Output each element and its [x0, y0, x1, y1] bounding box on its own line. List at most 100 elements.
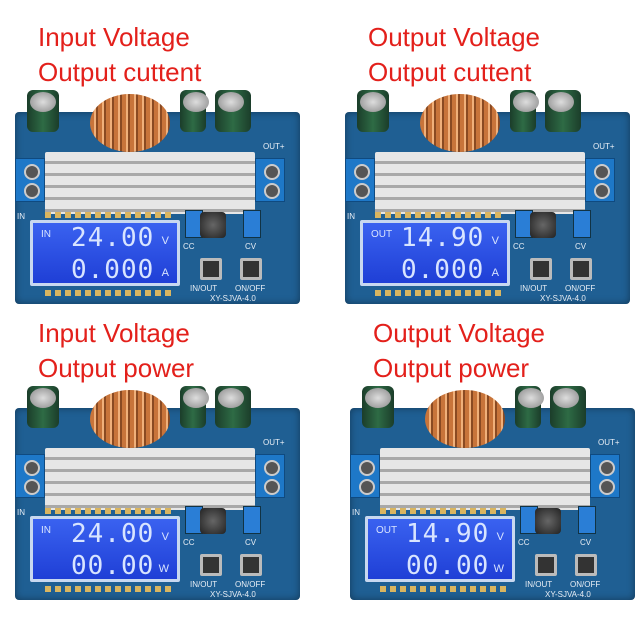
- capacitor: [180, 386, 209, 428]
- product-panel: Output Voltage Output power OUT+ IN OUT …: [335, 296, 640, 600]
- inductor: [200, 508, 226, 534]
- cv-potentiometer[interactable]: [573, 210, 591, 238]
- lcd-voltage: 14.90: [406, 519, 490, 549]
- lcd-pins: [375, 212, 505, 218]
- cv-label: CV: [245, 242, 257, 251]
- in-label: IN: [17, 212, 25, 221]
- lcd-unit-1: V: [161, 235, 169, 247]
- input-terminal: [345, 158, 375, 202]
- lcd-pins: [45, 290, 175, 296]
- capacitor: [510, 90, 539, 132]
- capacitor: [545, 90, 581, 132]
- in-out-label: IN/OUT: [190, 580, 218, 589]
- lcd-mode-tag: IN: [41, 525, 51, 536]
- on-off-button[interactable]: [240, 554, 262, 576]
- in-out-button[interactable]: [530, 258, 552, 280]
- caption-line-1: Input Voltage: [38, 22, 190, 52]
- lcd-second-value: 0.000: [401, 255, 485, 285]
- lcd-pins: [45, 508, 175, 514]
- lcd-second-value: 00.00: [406, 551, 490, 581]
- lcd-pins: [380, 586, 510, 592]
- output-terminal: [255, 454, 285, 498]
- toroid-inductor: [420, 94, 500, 152]
- product-panel: Input Voltage Output cuttent OUT+ IN IN …: [0, 0, 320, 304]
- heatsink: [380, 448, 590, 510]
- input-terminal: [15, 158, 45, 202]
- output-terminal: [255, 158, 285, 202]
- model-label: XY-SJVA-4.0: [210, 590, 256, 599]
- lcd-unit-2: A: [161, 267, 169, 279]
- lcd-display: OUT 14.90 V 0.000 A: [360, 220, 510, 286]
- lcd-unit-2: W: [158, 563, 169, 575]
- cv-potentiometer[interactable]: [243, 210, 261, 238]
- caption-line-2: Output cuttent: [368, 57, 532, 87]
- lcd-pins: [380, 508, 510, 514]
- converter-board: OUT+ IN IN 24.00 V 0.000 A CC CV IN/OUT …: [15, 90, 300, 304]
- capacitor: [357, 90, 389, 132]
- in-out-button[interactable]: [535, 554, 557, 576]
- on-off-button[interactable]: [570, 258, 592, 280]
- lcd-mode-tag: IN: [41, 229, 51, 240]
- cv-label: CV: [580, 538, 592, 547]
- on-off-label: ON/OFF: [570, 580, 601, 589]
- inductor: [530, 212, 556, 238]
- capacitor: [215, 386, 251, 428]
- on-off-button[interactable]: [240, 258, 262, 280]
- cc-label: CC: [183, 538, 195, 547]
- converter-board: OUT+ IN OUT 14.90 V 00.00 W CC CV IN/OUT…: [350, 386, 635, 600]
- capacitor: [515, 386, 544, 428]
- cv-potentiometer[interactable]: [243, 506, 261, 534]
- output-terminal: [590, 454, 620, 498]
- lcd-display: IN 24.00 V 0.000 A: [30, 220, 180, 286]
- lcd-pins: [45, 586, 175, 592]
- toroid-inductor: [90, 94, 170, 152]
- toroid-inductor: [425, 390, 505, 448]
- in-out-label: IN/OUT: [190, 284, 218, 293]
- on-off-button[interactable]: [575, 554, 597, 576]
- in-out-button[interactable]: [200, 554, 222, 576]
- product-panel: Input Voltage Output power OUT+ IN IN 24…: [0, 296, 320, 600]
- inductor: [535, 508, 561, 534]
- capacitor: [27, 90, 59, 132]
- lcd-pins: [375, 290, 505, 296]
- model-label: XY-SJVA-4.0: [540, 294, 586, 303]
- lcd-display: OUT 14.90 V 00.00 W: [365, 516, 515, 582]
- cv-potentiometer[interactable]: [578, 506, 596, 534]
- input-terminal: [350, 454, 380, 498]
- out-plus-label: OUT+: [593, 142, 615, 151]
- cv-label: CV: [575, 242, 587, 251]
- caption-line-1: Input Voltage: [38, 318, 190, 348]
- lcd-pins: [45, 212, 175, 218]
- converter-board: OUT+ IN OUT 14.90 V 0.000 A CC CV IN/OUT…: [345, 90, 630, 304]
- converter-board: OUT+ IN IN 24.00 V 00.00 W CC CV IN/OUT …: [15, 386, 300, 600]
- lcd-second-value: 0.000: [71, 255, 155, 285]
- heatsink: [375, 152, 585, 214]
- lcd-voltage: 24.00: [71, 519, 155, 549]
- model-label: XY-SJVA-4.0: [210, 294, 256, 303]
- out-plus-label: OUT+: [263, 438, 285, 447]
- in-out-button[interactable]: [200, 258, 222, 280]
- product-panel: Output Voltage Output cuttent OUT+ IN OU…: [330, 0, 640, 304]
- cc-label: CC: [183, 242, 195, 251]
- lcd-mode-tag: OUT: [376, 525, 398, 536]
- cc-label: CC: [513, 242, 525, 251]
- lcd-display: IN 24.00 V 00.00 W: [30, 516, 180, 582]
- heatsink: [45, 448, 255, 510]
- input-terminal: [15, 454, 45, 498]
- cv-label: CV: [245, 538, 257, 547]
- capacitor: [27, 386, 59, 428]
- caption-line-2: Output power: [38, 353, 195, 383]
- on-off-label: ON/OFF: [235, 580, 266, 589]
- in-out-label: IN/OUT: [520, 284, 548, 293]
- caption-line-2: Output power: [373, 353, 530, 383]
- caption-line-1: Output Voltage: [373, 318, 546, 348]
- capacitor: [362, 386, 394, 428]
- toroid-inductor: [90, 390, 170, 448]
- lcd-unit-1: V: [496, 531, 504, 543]
- model-label: XY-SJVA-4.0: [545, 590, 591, 599]
- lcd-unit-2: W: [493, 563, 504, 575]
- out-plus-label: OUT+: [263, 142, 285, 151]
- in-label: IN: [347, 212, 355, 221]
- in-label: IN: [352, 508, 360, 517]
- capacitor: [215, 90, 251, 132]
